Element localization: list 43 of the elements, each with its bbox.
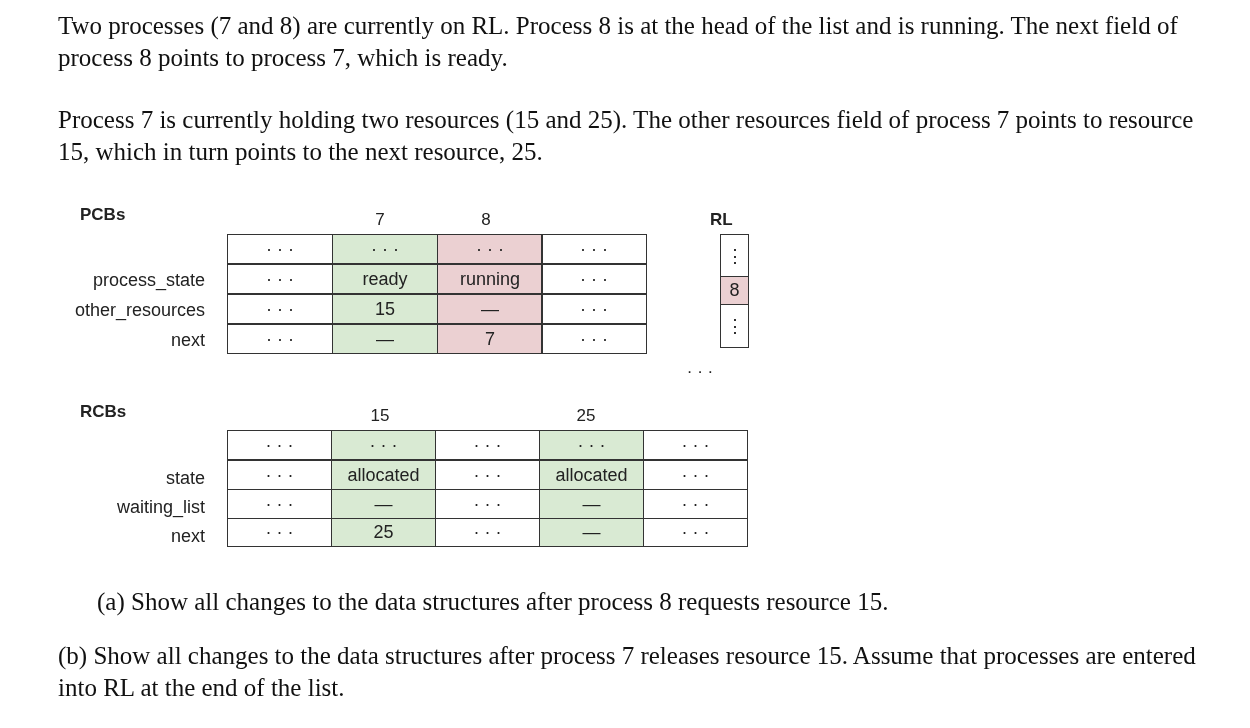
table-cell: — [539, 518, 644, 547]
table-cell: — [332, 324, 438, 354]
paragraph: Process 7 is currently holding two resources (15 and 25). The other resources field of process 7 points to resource 15, which in turn points to the next resource, 25. [58, 105, 1195, 167]
table-cell: · · · [643, 518, 748, 547]
table-cell: · · · [643, 430, 748, 460]
table-cell: running [437, 264, 543, 294]
table-cell: · · · [331, 430, 436, 460]
table-title: PCBs [80, 205, 127, 225]
table-cell: · · · [541, 294, 647, 324]
column-heading: 8 [480, 210, 492, 230]
table-cell: 7 [437, 324, 543, 354]
table-cell: 8 [720, 276, 749, 305]
table-cell: · · · [541, 234, 647, 264]
column-heading: 7 [374, 210, 386, 230]
table-cell: · · · [541, 264, 647, 294]
table-cell: — [437, 294, 543, 324]
table-cell: · · · [539, 430, 644, 460]
table-cell: ⋮ [720, 304, 749, 348]
table-title: RCBs [80, 402, 128, 422]
row-label: next [169, 330, 205, 351]
table-cell: · · · [332, 234, 438, 264]
table-cell: 25 [331, 518, 436, 547]
table-cell: 15 [332, 294, 438, 324]
row-label: waiting_list [115, 497, 205, 518]
table-cell: — [539, 489, 644, 519]
question-text: (b) Show all changes to the data structures after process 7 releases resource 15. Assume that processes are entered into RL at the end of the list. [58, 641, 1197, 703]
table-cell: — [331, 489, 436, 519]
row-label: state [164, 468, 205, 489]
table-cell: · · · [643, 460, 748, 490]
table-cell: · · · [541, 324, 647, 354]
table-cell: · · · [437, 234, 543, 264]
table-cell: allocated [539, 460, 644, 490]
ellipsis-text: · · · [685, 362, 715, 382]
table-cell: ready [332, 264, 438, 294]
table-title: RL [710, 210, 734, 230]
row-label: process_state [91, 270, 205, 291]
column-heading: 25 [575, 406, 597, 426]
table-cell: allocated [331, 460, 436, 490]
column-heading: 15 [369, 406, 391, 426]
question-text: (a) Show all changes to the data structures after process 8 requests resource 15. [97, 587, 890, 618]
paragraph: Two processes (7 and 8) are currently on RL. Process 8 is at the head of the list and is running. The next field of process 8 points to process 7, which is ready. [58, 11, 1179, 73]
row-label: next [169, 526, 205, 547]
row-label: other_resources [73, 300, 205, 321]
